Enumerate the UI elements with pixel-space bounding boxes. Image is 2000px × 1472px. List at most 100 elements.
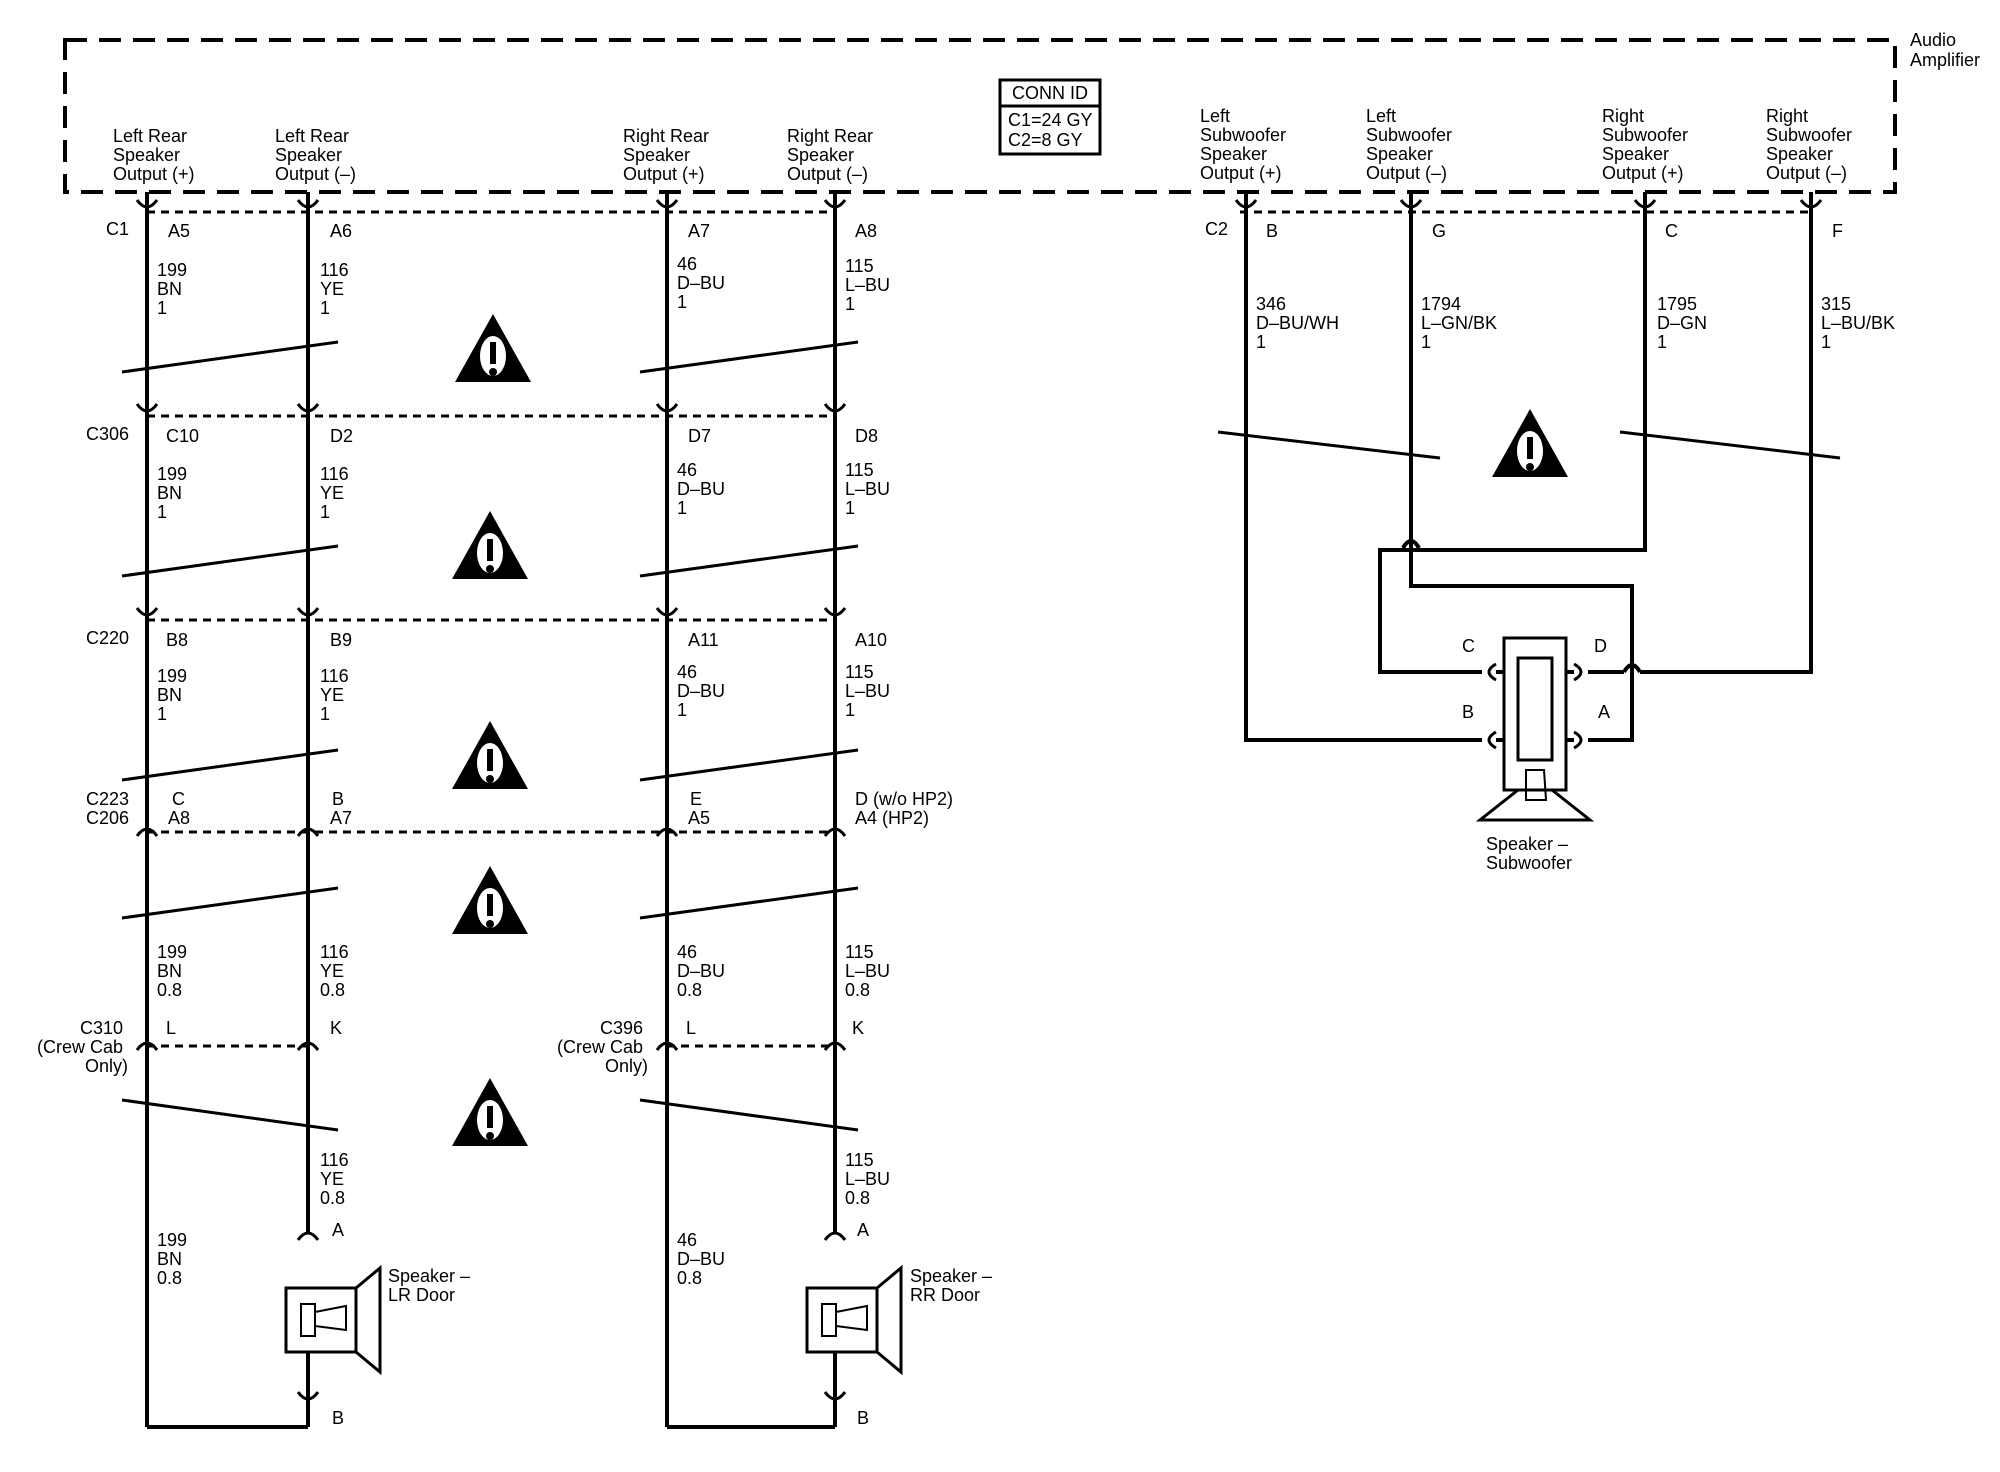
speaker-label: Speaker – RR Door bbox=[910, 1266, 997, 1305]
pin-label: C bbox=[1462, 636, 1475, 656]
pin-label: K bbox=[330, 1018, 342, 1038]
svg-text:C310 (Crew Cab Onl: C310 (Crew Cab Only) bbox=[37, 1018, 128, 1076]
pin-label: A10 bbox=[855, 630, 887, 650]
svg-text:46D–BU0.8: 46D–BU0.8 bbox=[677, 942, 725, 1000]
pin-label: D7 bbox=[688, 426, 711, 446]
speaker-label: Speaker – LR Door bbox=[388, 1266, 475, 1305]
conn-id-c1: C1=24 GY bbox=[1008, 110, 1093, 130]
subwoofer-contact-marks bbox=[1234, 199, 1823, 209]
conn-id-c2: C2=8 GY bbox=[1008, 130, 1083, 150]
output-label-rr-pos: Right Rear Speaker Output (+) bbox=[623, 126, 714, 184]
warning-icon bbox=[452, 721, 528, 789]
svg-text:BA7: BA7 bbox=[330, 789, 352, 828]
warning-icon bbox=[452, 866, 528, 934]
speaker-rr-door: A B Speaker – RR Door bbox=[805, 1220, 997, 1428]
pin-label: A bbox=[332, 1220, 344, 1240]
pin-label: C10 bbox=[166, 426, 199, 446]
connector-c2: C2 B G C F bbox=[1205, 219, 1843, 241]
pin-label: A8 bbox=[855, 221, 877, 241]
pin-label: L bbox=[166, 1018, 176, 1038]
pin-label: D bbox=[1594, 636, 1607, 656]
connector-id: C220 bbox=[86, 628, 129, 648]
output-label-lr-neg: Left Rear Speaker Output (–) bbox=[275, 126, 356, 184]
warning-icon bbox=[1492, 409, 1568, 477]
svg-text:EA5: EA5 bbox=[688, 789, 710, 828]
pin-label: G bbox=[1432, 221, 1446, 241]
connector-c396: C396 (Crew Cab Only) L K bbox=[557, 1018, 864, 1076]
pin-label: B bbox=[332, 1408, 344, 1428]
output-label-sub-lneg: Left Subwoofer Speaker Output (–) bbox=[1366, 106, 1457, 183]
svg-text:46D–BU1: 46D–BU1 bbox=[677, 460, 725, 518]
svg-text:46D–BU0.8: 46D–BU0.8 bbox=[677, 1230, 725, 1288]
pin-label: A5 bbox=[168, 221, 190, 241]
pin-label: F bbox=[1832, 221, 1843, 241]
output-label-rr-neg: Right Rear Speaker Output (–) bbox=[787, 126, 878, 184]
amplifier-title: Audio Amplifier bbox=[1910, 30, 1980, 70]
output-label-sub-rpos: Right Subwoofer Speaker Output (+) bbox=[1602, 106, 1693, 183]
pin-label: D2 bbox=[330, 426, 353, 446]
audio-amplifier-box: Audio Amplifier bbox=[63, 30, 1980, 194]
warning-icon bbox=[452, 511, 528, 579]
warning-icon bbox=[452, 1078, 528, 1146]
connector-id: C2 bbox=[1205, 219, 1228, 239]
rear-speaker-wires bbox=[145, 192, 837, 1429]
connector-c220: C220 B8 B9 A11 A10 bbox=[86, 628, 887, 650]
connector-id: C306 bbox=[86, 424, 129, 444]
pin-label: D8 bbox=[855, 426, 878, 446]
output-label-lr-pos: Left Rear Speaker Output (+) bbox=[113, 126, 195, 184]
speaker-lr-door: A B Speaker – LR Door bbox=[284, 1220, 475, 1428]
subwoofer-twist-marks bbox=[1217, 430, 1841, 460]
pin-label: B bbox=[1462, 702, 1474, 722]
pin-label: A6 bbox=[330, 221, 352, 241]
connector-c310: C310 (Crew Cab Only) L K bbox=[37, 1018, 342, 1076]
connector-id: C1 bbox=[106, 219, 129, 239]
twisted-pair-marks bbox=[121, 340, 859, 1132]
speaker-subwoofer: C D B A Speaker – Subwoofer bbox=[1462, 636, 1610, 873]
pin-label: K bbox=[852, 1018, 864, 1038]
output-labels: Left Rear Speaker Output (+) Left Rear S… bbox=[113, 106, 1857, 184]
subwoofer-wires bbox=[1244, 192, 1813, 742]
svg-text:D (w/o HP2)A4 (HP2): D (w/o HP2)A4 (HP2) bbox=[855, 789, 953, 828]
warning-icon bbox=[455, 314, 531, 382]
pin-label: A11 bbox=[688, 630, 719, 650]
speaker-label: Speaker – Subwoofer bbox=[1486, 834, 1573, 873]
rear-contact-marks bbox=[135, 199, 847, 1051]
output-label-sub-lpos: Left Subwoofer Speaker Output (+) bbox=[1200, 106, 1291, 183]
conn-id-title: CONN ID bbox=[1012, 83, 1088, 103]
pin-label: A bbox=[1598, 702, 1610, 722]
pin-label: B bbox=[1266, 221, 1278, 241]
connector-id: C223 C206 bbox=[86, 789, 134, 828]
pin-label: B bbox=[857, 1408, 869, 1428]
conn-id-box: CONN ID C1=24 GY C2=8 GY bbox=[998, 78, 1102, 156]
connector-lines bbox=[147, 210, 1810, 1048]
output-label-sub-rneg: Right Subwoofer Speaker Output (–) bbox=[1766, 106, 1857, 183]
pin-label: A7 bbox=[688, 221, 710, 241]
svg-text:46D–BU1: 46D–BU1 bbox=[677, 254, 725, 312]
pin-label: B9 bbox=[330, 630, 352, 650]
pin-label: C bbox=[1665, 221, 1678, 241]
connector-c306: C306 C10 D2 D7 D8 bbox=[86, 424, 878, 446]
svg-text:CA8: CA8 bbox=[168, 789, 190, 828]
svg-text:46D–BU1: 46D–BU1 bbox=[677, 662, 725, 720]
